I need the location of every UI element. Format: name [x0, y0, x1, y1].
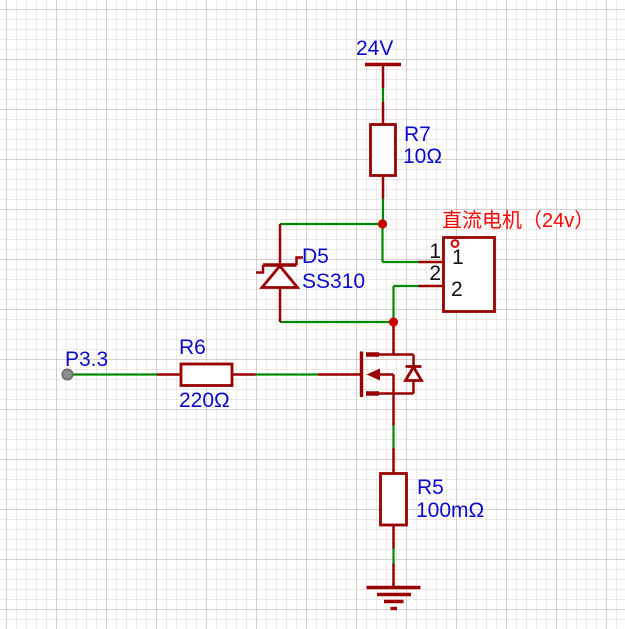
- port-pin-icon[interactable]: [61, 368, 74, 381]
- mosfet-nmos[interactable]: [318, 322, 424, 426]
- r7-value-label[interactable]: 10Ω: [403, 145, 443, 168]
- motor-body[interactable]: [442, 236, 496, 313]
- port-p33[interactable]: [61, 368, 74, 381]
- ground-symbol[interactable]: [366, 563, 421, 611]
- d5-name-label[interactable]: D5: [302, 245, 329, 268]
- r5-body[interactable]: [379, 472, 408, 527]
- net-label-24v[interactable]: 24V: [356, 37, 394, 60]
- bodydiode-triangle: [403, 364, 424, 382]
- connector-motor[interactable]: [418, 236, 496, 313]
- mosfet-body-arrow-icon: [366, 368, 380, 381]
- r7-name-label[interactable]: R7: [404, 123, 431, 146]
- r7-body[interactable]: [369, 123, 397, 177]
- d5-schottky-hook-left: [256, 265, 265, 274]
- motor-pin1-number-outer: 1: [429, 240, 441, 263]
- port-p33-label[interactable]: P3.3: [65, 348, 109, 371]
- resistor-r6[interactable]: [157, 362, 256, 387]
- d5-schottky-hook-right: [295, 256, 303, 265]
- junction-dot-bottom[interactable]: [388, 317, 399, 327]
- r5-name-label[interactable]: R5: [417, 476, 444, 499]
- motor-pin2-number-inner: 2: [451, 278, 463, 301]
- motor-pin1-indicator-icon: [450, 239, 460, 248]
- motor-pin2-number-outer: 2: [429, 262, 441, 285]
- r6-value-label[interactable]: 220Ω: [179, 389, 230, 412]
- resistor-r5[interactable]: [379, 448, 408, 549]
- junction-dot-top[interactable]: [377, 219, 388, 229]
- r6-name-label[interactable]: R6: [179, 336, 206, 359]
- diode-d5[interactable]: [256, 224, 303, 322]
- r5-value-label[interactable]: 100mΩ: [416, 499, 485, 522]
- resistor-r7[interactable]: [369, 102, 397, 199]
- d5-anode-triangle[interactable]: [259, 263, 301, 289]
- d5-value-label[interactable]: SS310: [302, 270, 366, 293]
- motor-pin1-number-inner: 1: [452, 246, 464, 269]
- wires[interactable]: [73, 87, 419, 564]
- power-flag-24v[interactable]: [365, 62, 401, 89]
- r6-body[interactable]: [179, 362, 234, 387]
- motor-title-label[interactable]: 直流电机（24v）: [442, 210, 595, 232]
